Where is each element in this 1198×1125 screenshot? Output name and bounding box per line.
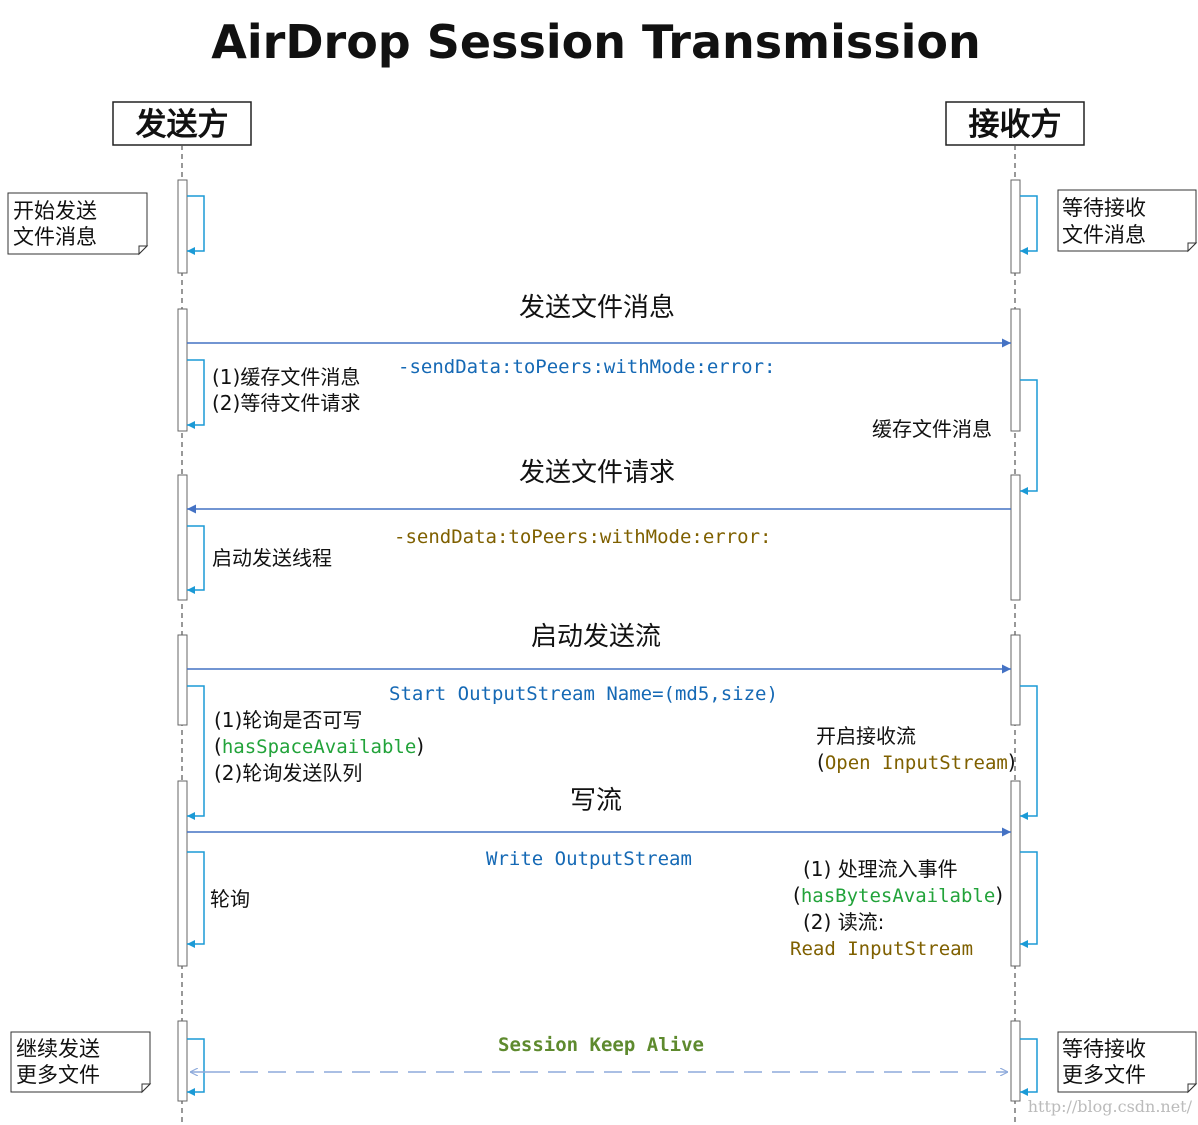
receiver-self-arrow <box>1020 1038 1038 1096</box>
sender-self-arrow <box>187 525 205 594</box>
receiver-activation <box>1010 308 1021 432</box>
sender-cache-line1: (1)缓存文件消息 <box>212 365 360 389</box>
note-fold-icon <box>141 1083 152 1094</box>
note-start-send-line2: 文件消息 <box>13 225 97 249</box>
method-start-stream: Start OutputStream Name=(md5,size) <box>389 683 778 705</box>
handle-inflow-label: (1) 处理流入事件 <box>803 857 958 881</box>
sender-activation <box>177 308 188 432</box>
receiver-activation <box>1010 634 1021 726</box>
method-write-stream: Write OutputStream <box>486 848 692 870</box>
keep-alive-label: Session Keep Alive <box>498 1034 704 1056</box>
open-input-stream-label: (Open InputStream) <box>817 750 1016 774</box>
message-start-stream: 启动发送流 <box>531 622 661 652</box>
message-send-file-req: 发送文件请求 <box>519 458 675 488</box>
receiver-self-arrow <box>1020 379 1038 495</box>
receiver-actor-label: 接收方 <box>969 107 1062 143</box>
receiver-activation <box>1010 179 1021 274</box>
watermark: http://blog.csdn.net/ <box>1028 1097 1193 1116</box>
poll-writable-label: (1)轮询是否可写 <box>214 708 362 732</box>
poll-send-queue-label: (2)轮询发送队列 <box>214 761 362 785</box>
sender-cache-line2: (2)等待文件请求 <box>212 391 360 415</box>
receiver-activation <box>1010 1020 1021 1102</box>
poll-label: 轮询 <box>210 887 250 911</box>
method-send-file-msg: -sendData:toPeers:withMode:error: <box>398 356 776 378</box>
note-continue-send-line2: 更多文件 <box>16 1063 100 1087</box>
sender-activation <box>177 179 188 274</box>
note-continue-send-line1: 继续发送 <box>16 1037 100 1061</box>
receiver-self-arrow <box>1020 851 1038 948</box>
read-input-stream-label: Read InputStream <box>790 938 973 960</box>
sender-actor-label: 发送方 <box>135 107 229 143</box>
note-start-send-line1: 开始发送 <box>13 199 97 223</box>
receiver-activation <box>1010 474 1021 601</box>
has-bytes-label: (hasBytesAvailable) <box>793 883 1003 907</box>
sender-self-arrow <box>187 359 205 429</box>
diagram-title: AirDrop Session Transmission <box>211 15 980 69</box>
note-fold-icon <box>1187 1083 1198 1094</box>
receiver-activation <box>1010 780 1021 967</box>
note-wait-more-line1: 等待接收 <box>1062 1037 1146 1061</box>
method-send-file-req: -sendData:toPeers:withMode:error: <box>394 526 772 548</box>
sender-activation <box>177 474 188 601</box>
receiver-actor-box <box>945 101 1085 146</box>
receiver-cache-label: 缓存文件消息 <box>872 417 992 441</box>
note-wait-more-line2: 更多文件 <box>1062 1063 1146 1087</box>
note-fold-icon <box>1187 242 1198 253</box>
message-write-stream: 写流 <box>570 786 622 816</box>
read-stream-label: (2) 读流: <box>803 910 884 934</box>
note-fold-icon <box>138 245 149 256</box>
sender-self-arrow <box>187 851 205 948</box>
sender-actor-box <box>112 101 252 146</box>
sender-self-arrow <box>187 1038 205 1096</box>
sender-self-arrow <box>187 195 205 255</box>
note-wait-receive-line2: 文件消息 <box>1062 223 1146 247</box>
message-send-file-msg: 发送文件消息 <box>519 293 675 323</box>
sender-activation <box>177 780 188 967</box>
open-receive-stream-label: 开启接收流 <box>816 724 916 748</box>
sender-activation <box>177 1020 188 1102</box>
start-send-thread-label: 启动发送线程 <box>212 546 332 570</box>
receiver-self-arrow <box>1020 685 1038 820</box>
poll-has-space-label: (hasSpaceAvailable) <box>214 734 424 758</box>
sender-activation <box>177 634 188 726</box>
sender-self-arrow <box>187 685 205 820</box>
note-wait-receive-line1: 等待接收 <box>1062 196 1146 220</box>
receiver-self-arrow <box>1020 195 1038 255</box>
